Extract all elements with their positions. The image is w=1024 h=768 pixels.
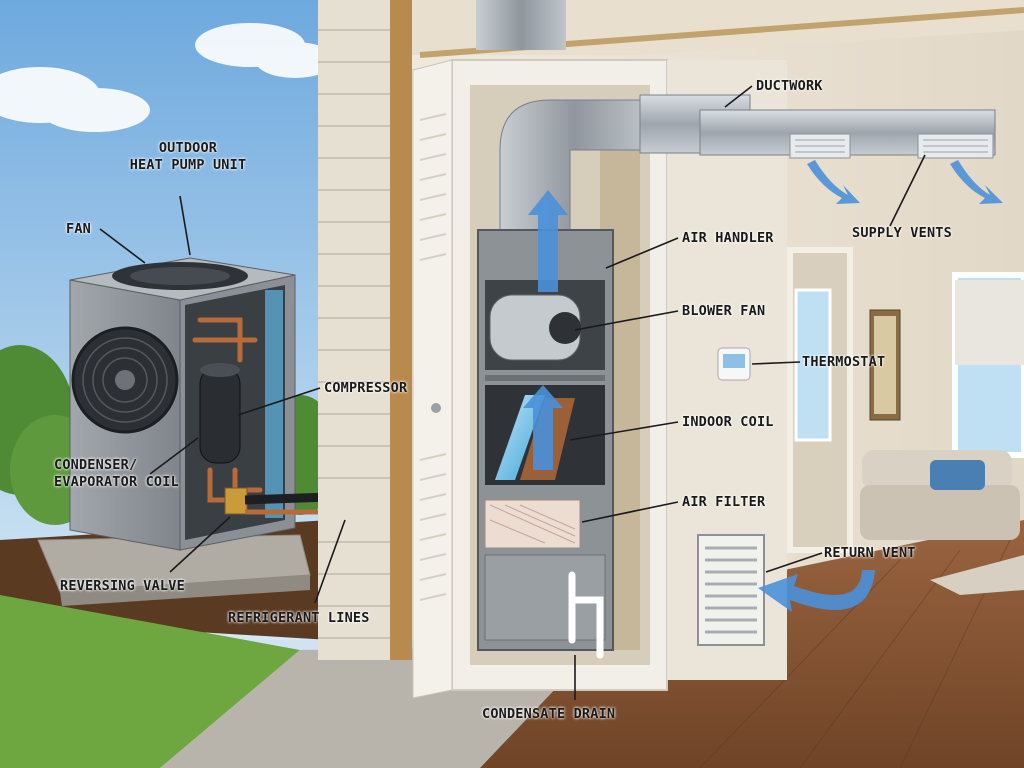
- closet-door: [412, 59, 453, 699]
- label-outdoor-unit-line2: HEAT PUMP UNIT: [129, 157, 247, 173]
- outdoor-unit: [69, 257, 296, 551]
- label-reversing-valve: REVERSING VALVE: [60, 578, 185, 594]
- label-thermostat: THERMOSTAT: [802, 354, 886, 370]
- label-ductwork: DUCTWORK: [756, 78, 823, 94]
- label-coil-line2: EVAPORATOR COIL: [54, 474, 179, 490]
- reversing-valve: [224, 487, 248, 515]
- label-fan: FAN: [66, 221, 91, 237]
- label-air-handler: AIR HANDLER: [682, 230, 774, 246]
- label-air-filter: AIR FILTER: [682, 494, 766, 510]
- ductwork: [476, 0, 996, 231]
- label-indoor-coil: INDOOR COIL: [682, 414, 774, 430]
- label-coil: CONDENSER/ EVAPORATOR COIL: [54, 457, 204, 491]
- clouds: [0, 23, 335, 132]
- compressor-body: [199, 367, 241, 464]
- label-refrigerant-lines: REFRIGERANT LINES: [228, 610, 370, 626]
- label-return-vent: RETURN VENT: [824, 545, 916, 561]
- airflow-arrows: [523, 160, 1003, 612]
- label-coil-line1: CONDENSER/: [54, 457, 138, 473]
- label-condensate-drain: CONDENSATE DRAIN: [482, 706, 616, 722]
- sofa: [860, 450, 1020, 540]
- label-compressor: COMPRESSOR: [324, 380, 408, 396]
- return-vent-grille: [697, 534, 765, 646]
- label-supply-vents: SUPPLY VENTS: [852, 225, 952, 241]
- label-outdoor-unit: OUTDOOR HEAT PUMP UNIT: [108, 140, 268, 174]
- label-outdoor-unit-line1: OUTDOOR: [158, 140, 218, 156]
- indoor-coil-slab: [495, 395, 545, 480]
- label-blower-fan: BLOWER FAN: [682, 303, 766, 319]
